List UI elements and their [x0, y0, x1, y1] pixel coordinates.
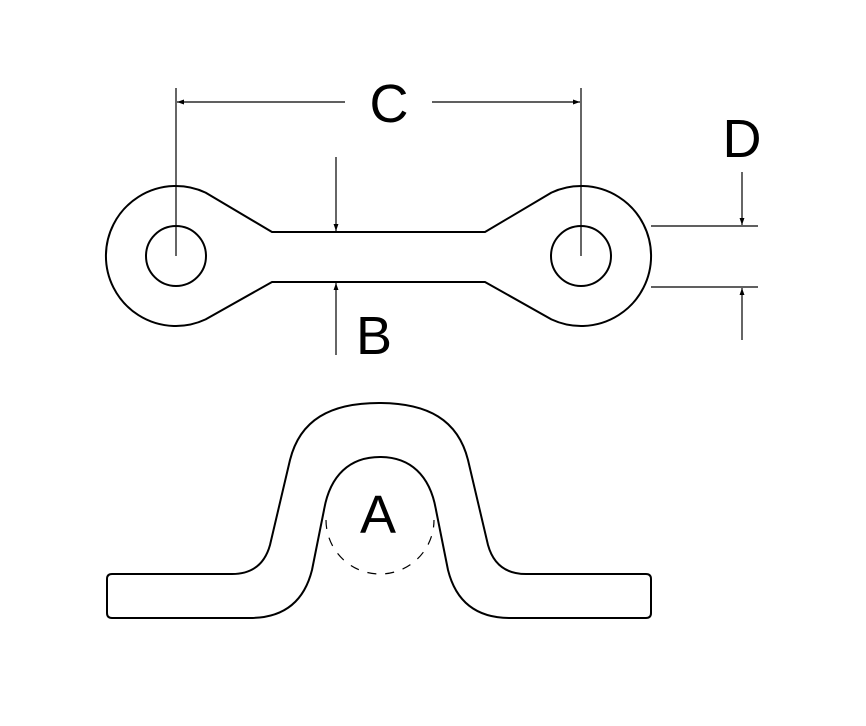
dimension-b: B — [333, 157, 392, 366]
label-b: B — [356, 306, 392, 366]
label-d: D — [723, 109, 762, 169]
inner-diameter-dashed-arc — [325, 519, 435, 575]
top-view — [105, 185, 652, 327]
top-view-outline — [105, 185, 652, 327]
side-view-outline — [106, 402, 652, 619]
side-view: A — [106, 402, 652, 619]
label-a: A — [360, 485, 396, 545]
dimension-c: C — [175, 74, 582, 256]
dimension-d: D — [651, 109, 762, 340]
label-c: C — [370, 74, 409, 134]
